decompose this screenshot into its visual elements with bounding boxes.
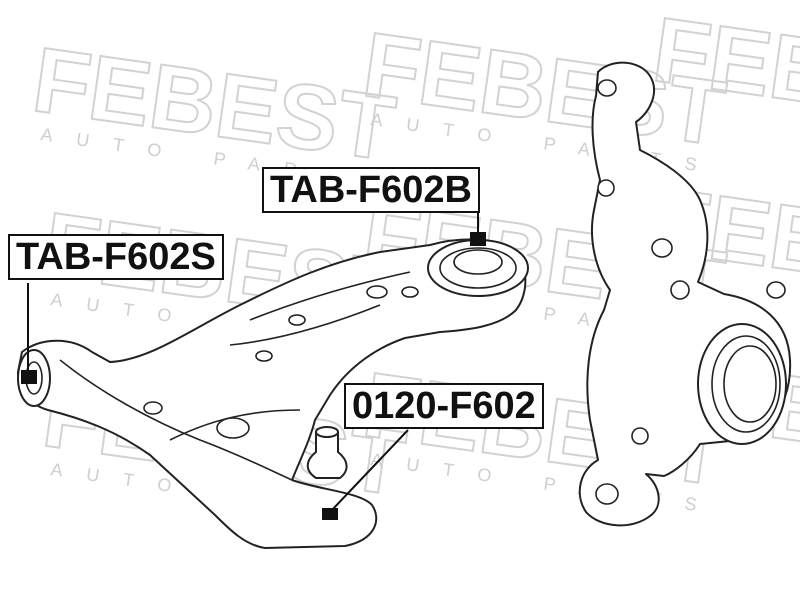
knuckle-hole [597,179,615,197]
lower-control-arm [17,238,529,549]
part-number-bushing-rear: TAB-F602B [262,167,480,213]
arm-hole [255,350,273,362]
arm-hole [401,286,419,298]
marker-bushing-rear [470,232,486,246]
knuckle-hole [597,79,617,97]
arm-hole [143,401,163,415]
leader-bushing-front [21,283,37,384]
knuckle-hole [595,483,619,505]
arm-hole [288,314,306,326]
steering-knuckle [578,61,792,527]
ball-joint [306,431,348,479]
leader-ball-joint [322,429,409,520]
knuckle-hole [631,427,649,445]
knuckle-hole [766,281,786,299]
leader-bushing-rear [470,213,486,246]
knuckle-hole [651,238,673,258]
marker-bushing-front [21,370,37,384]
arm-hole [216,417,250,439]
part-number-ball-joint: 0120-F602 [344,383,544,429]
marker-ball-joint [322,508,338,520]
arm-hole [366,285,388,299]
part-number-bushing-front: TAB-F602S [8,234,224,280]
knuckle-hole [670,280,690,300]
